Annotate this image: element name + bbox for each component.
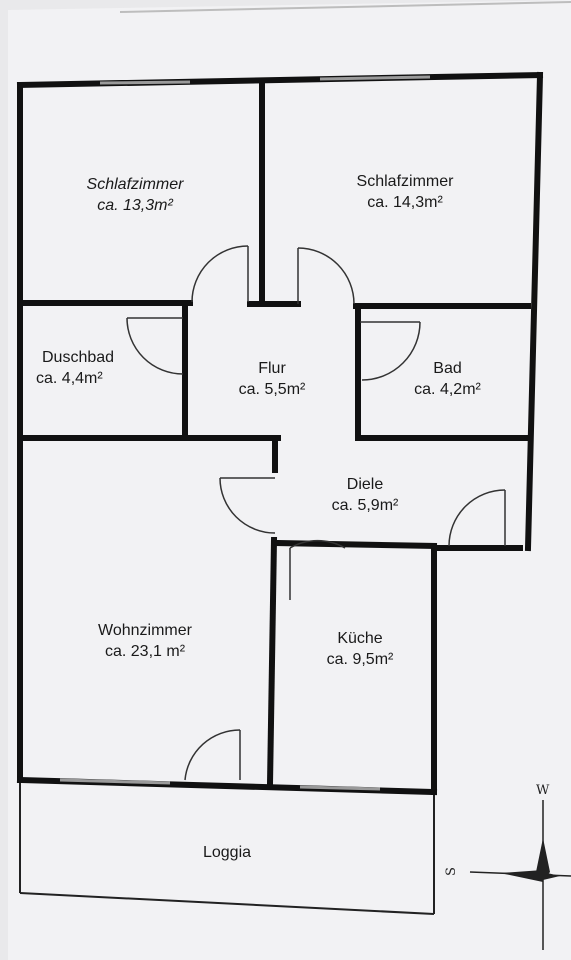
room-label-flur: Flur ca. 5,5m² xyxy=(212,358,332,400)
room-area: ca. 4,4m² xyxy=(36,370,103,387)
room-name: Schlafzimmer xyxy=(86,176,184,193)
room-label-wohnzimmer: Wohnzimmer ca. 23,1 m² xyxy=(75,620,215,662)
room-area: ca. 4,2m² xyxy=(414,381,481,398)
room-area: ca. 14,3m² xyxy=(367,194,443,211)
room-label-loggia: Loggia xyxy=(177,842,277,863)
room-label-duschbad: Duschbad ca. 4,4m² xyxy=(36,347,136,389)
paper-edge xyxy=(119,1,571,13)
room-name: Bad xyxy=(433,360,462,377)
room-name: Diele xyxy=(346,476,384,493)
loggia-outline xyxy=(19,778,435,915)
paper-sheet xyxy=(8,0,571,960)
room-name: Loggia xyxy=(202,844,252,861)
room-name: Schlafzimmer xyxy=(356,173,454,190)
room-label-bad: Bad ca. 4,2m² xyxy=(390,358,505,400)
room-area: ca. 5,9m² xyxy=(331,497,399,514)
room-area: ca. 9,5m² xyxy=(326,651,394,668)
room-area: ca. 23,1 m² xyxy=(104,643,186,660)
room-name: Wohnzimmer xyxy=(98,622,192,639)
compass-north-label: W xyxy=(536,783,550,798)
room-label-schlafzimmer-1: Schlafzimmer ca. 13,3m² xyxy=(60,174,210,216)
room-label-schlafzimmer-2: Schlafzimmer ca. 14,3m² xyxy=(330,171,480,213)
room-area: ca. 13,3m² xyxy=(97,197,173,214)
compass-rose xyxy=(469,800,571,950)
room-name: Küche xyxy=(337,630,383,647)
room-name: Flur xyxy=(258,360,286,377)
room-name: Duschbad xyxy=(42,349,115,366)
windows xyxy=(59,75,431,791)
compass-side-label: S xyxy=(443,867,459,876)
room-label-diele: Diele ca. 5,9m² xyxy=(315,474,415,516)
room-label-kueche: Küche ca. 9,5m² xyxy=(305,628,415,670)
doors xyxy=(126,245,506,781)
room-area: ca. 5,5m² xyxy=(238,381,306,398)
